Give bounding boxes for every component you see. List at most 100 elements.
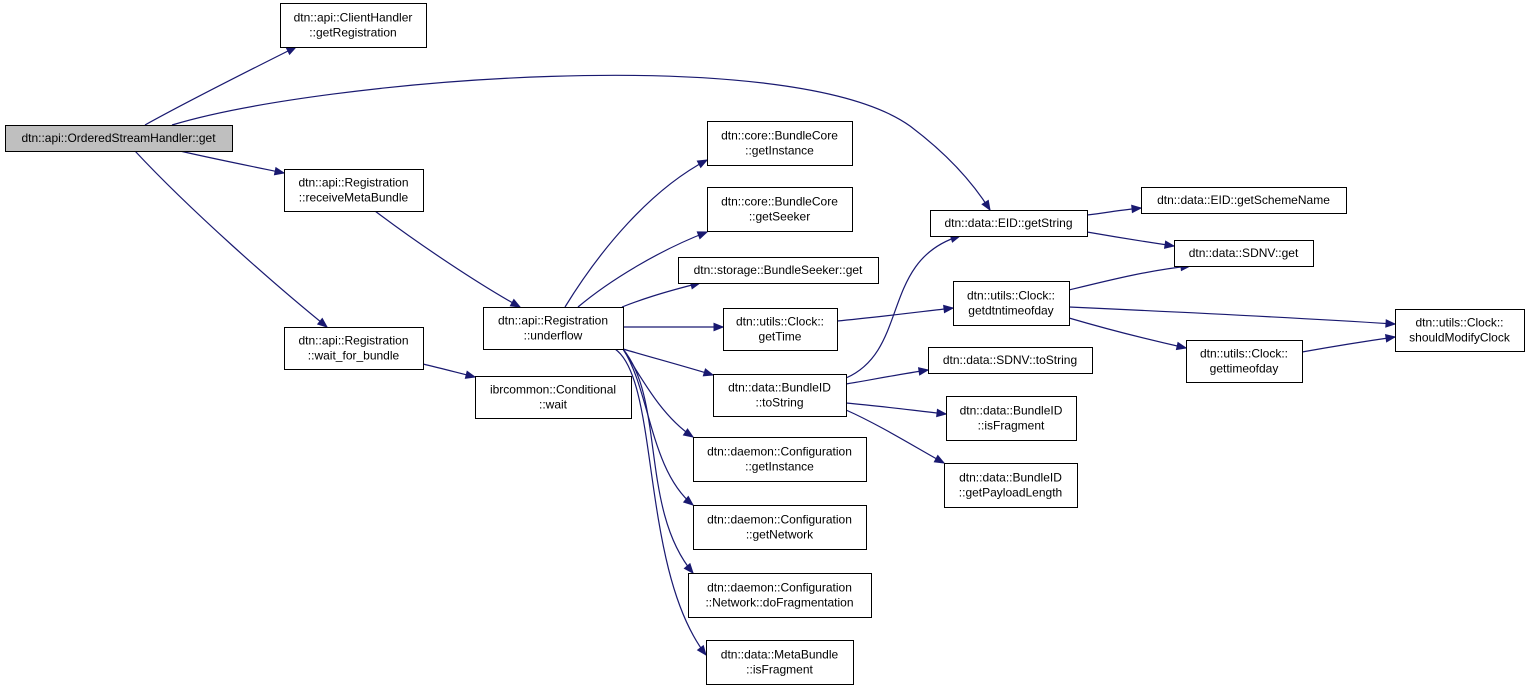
node-label: dtn::data::MetaBundle: [721, 648, 839, 662]
node-box: [707, 187, 853, 232]
arrowhead-bid_payload: [933, 454, 946, 464]
edge-ordered_get-to-reg_wait: [134, 150, 328, 328]
node-label: dtn::data::SDNV::toString: [943, 353, 1077, 367]
node-label: ::getSeeker: [749, 210, 810, 224]
node-label: ::getRegistration: [309, 26, 396, 40]
node-core_getseeker[interactable]: dtn::core::BundleCore::getSeeker: [707, 187, 853, 232]
node-label: ::wait_for_bundle: [308, 349, 400, 363]
arrowhead-clock_getdtn: [943, 304, 955, 314]
node-box: [688, 573, 872, 618]
node-bid_payload[interactable]: dtn::data::BundleID::getPayloadLength: [944, 463, 1078, 508]
node-box: [1186, 340, 1303, 383]
node-box: [483, 307, 624, 350]
arrowhead-sdnv_tostring: [917, 367, 930, 376]
node-box: [284, 169, 424, 212]
node-eid_getstring[interactable]: dtn::data::EID::getString: [930, 210, 1088, 237]
node-label: dtn::daemon::Configuration: [707, 445, 852, 459]
node-label: dtn::utils::Clock::: [1200, 347, 1288, 361]
node-box: [284, 327, 424, 370]
call-nodes: dtn::api::OrderedStreamHandler::getdtn::…: [5, 3, 1525, 685]
node-cfg_getinst[interactable]: dtn::daemon::Configuration::getInstance: [693, 437, 867, 482]
node-cfg_getnet[interactable]: dtn::daemon::Configuration::getNetwork: [693, 505, 867, 550]
node-box: [1395, 309, 1525, 352]
edge-reg_underflow-to-cfg_dofrag: [622, 348, 694, 574]
node-label: dtn::api::Registration: [298, 176, 408, 190]
edge-reg_underflow-to-meta_isfrag: [614, 348, 707, 656]
node-label: getdtntimeofday: [968, 304, 1053, 318]
node-box: [723, 308, 838, 351]
arrowhead-eid_getstring: [981, 199, 991, 212]
node-label: dtn::core::BundleCore: [721, 129, 838, 143]
arrowhead-bid_tostring: [702, 368, 715, 377]
node-label: dtn::utils::Clock::: [736, 315, 824, 329]
node-clock_gettime[interactable]: dtn::utils::Clock::getTime: [723, 308, 838, 351]
call-edges: [134, 46, 1397, 657]
node-box: [944, 463, 1078, 508]
node-box: [5, 125, 233, 152]
node-label: ::receiveMetaBundle: [299, 191, 409, 205]
arrowhead-clock_gettod: [1175, 341, 1188, 351]
node-sdnv_get[interactable]: dtn::data::SDNV::get: [1174, 240, 1314, 267]
node-reg_receive[interactable]: dtn::api::Registration::receiveMetaBundl…: [284, 169, 424, 212]
arrowhead-cfg_getinst: [682, 428, 695, 438]
node-ordered_get[interactable]: dtn::api::OrderedStreamHandler::get: [5, 125, 233, 152]
node-label: ::isFragment: [746, 663, 813, 677]
arrowhead-cfg_dofrag: [683, 562, 694, 575]
node-label: dtn::api::OrderedStreamHandler::get: [21, 131, 216, 145]
node-clock_gettod[interactable]: dtn::utils::Clock::gettimeofday: [1186, 340, 1303, 383]
node-bid_isfrag[interactable]: dtn::data::BundleID::isFragment: [946, 396, 1077, 441]
node-label: dtn::utils::Clock::: [1415, 316, 1503, 330]
node-label: ::isFragment: [978, 419, 1045, 433]
node-label: shouldModifyClock: [1409, 331, 1511, 345]
edge-clock_getdtn-to-clock_gettod: [1068, 317, 1187, 349]
node-client_getreg[interactable]: dtn::api::ClientHandler::getRegistration: [280, 3, 427, 48]
edge-reg_receive-to-reg_underflow: [374, 210, 521, 308]
edge-clock_gettod-to-clock_should: [1301, 336, 1396, 353]
node-clock_getdtn[interactable]: dtn::utils::Clock::getdtntimeofday: [953, 281, 1070, 326]
node-seeker_get[interactable]: dtn::storage::BundleSeeker::get: [678, 257, 879, 284]
edge-reg_underflow-to-bid_tostring: [622, 348, 714, 376]
node-box: [475, 376, 632, 419]
arrowhead-cond_wait: [464, 370, 477, 379]
edge-reg_underflow-to-seeker_get: [621, 282, 701, 308]
node-label: ::getInstance: [745, 460, 814, 474]
node-box: [953, 281, 1070, 326]
node-box: [928, 347, 1093, 374]
node-meta_isfrag[interactable]: dtn::data::MetaBundle::isFragment: [706, 640, 854, 685]
node-label: ::getNetwork: [746, 528, 814, 542]
arrowhead-meta_isfrag: [696, 644, 707, 657]
edge-ordered_get-to-eid_getstring: [171, 74, 991, 211]
node-core_getinst[interactable]: dtn::core::BundleCore::getInstance: [707, 121, 853, 166]
node-label: ::Network::doFragmentation: [705, 596, 853, 610]
node-reg_wait[interactable]: dtn::api::Registration::wait_for_bundle: [284, 327, 424, 370]
edge-clock_getdtn-to-sdnv_get: [1068, 265, 1191, 291]
node-label: ibrcommon::Conditional: [490, 383, 616, 397]
arrowhead-bid_isfrag: [936, 408, 948, 418]
node-label: dtn::daemon::Configuration: [707, 581, 852, 595]
node-box: [1174, 240, 1314, 267]
node-box: [693, 505, 867, 550]
node-reg_underflow[interactable]: dtn::api::Registration::underflow: [483, 307, 624, 350]
edge-ordered_get-to-reg_receive: [179, 150, 285, 174]
arrowhead-clock_gettime: [713, 322, 725, 332]
arrowhead-core_getinst: [696, 159, 709, 169]
node-sdnv_tostring[interactable]: dtn::data::SDNV::toString: [928, 347, 1093, 374]
arrowhead-clock_should: [1385, 319, 1397, 328]
edge-ordered_get-to-client_getreg: [144, 46, 297, 126]
edge-bid_tostring-to-eid_getstring: [845, 235, 961, 379]
node-box: [1141, 187, 1347, 214]
node-eid_scheme[interactable]: dtn::data::EID::getSchemeName: [1141, 187, 1347, 214]
node-bid_tostring[interactable]: dtn::data::BundleID::toString: [713, 374, 847, 417]
arrowhead-cfg_getnet: [682, 495, 695, 506]
node-label: dtn::api::Registration: [498, 314, 608, 328]
node-cond_wait[interactable]: ibrcommon::Conditional::wait: [475, 376, 632, 419]
node-box: [706, 640, 854, 685]
node-box: [678, 257, 879, 284]
node-label: dtn::data::EID::getSchemeName: [1157, 193, 1330, 207]
node-clock_should[interactable]: dtn::utils::Clock::shouldModifyClock: [1395, 309, 1525, 352]
node-label: dtn::api::Registration: [298, 334, 408, 348]
node-cfg_dofrag[interactable]: dtn::daemon::Configuration::Network::doF…: [688, 573, 872, 618]
node-label: dtn::storage::BundleSeeker::get: [694, 263, 863, 277]
node-label: ::toString: [755, 396, 803, 410]
arrowhead-eid_scheme: [1131, 204, 1143, 214]
